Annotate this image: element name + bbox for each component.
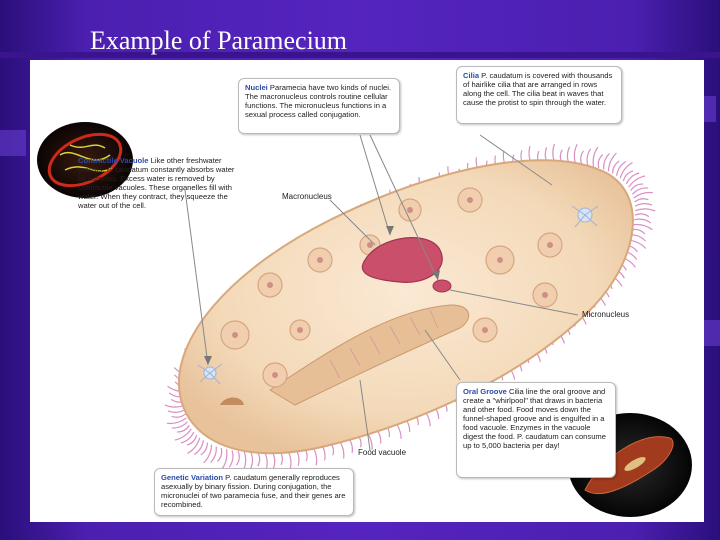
cilium [167, 409, 186, 413]
callout-contractile-vacuole-text: Like other freshwater protists, P. cauda… [78, 156, 235, 210]
cilium [625, 172, 640, 185]
cilium [634, 213, 650, 218]
cilium [634, 203, 653, 207]
anal-pore [220, 397, 244, 405]
cilium [210, 446, 217, 463]
cilium [200, 442, 208, 456]
cilium [633, 223, 653, 231]
callout-oral-groove-heading: Oral Groove [463, 387, 507, 396]
cilium [586, 148, 592, 166]
callout-cilia-text: P. caudatum is covered with thousands of… [463, 71, 613, 107]
slide-title: Example of Paramecium [90, 26, 348, 55]
cilium [628, 175, 646, 188]
cilium [622, 170, 634, 182]
callout-oral-groove: Oral Groove Cilia line the oral groove a… [456, 382, 616, 478]
decorative-stripe [0, 52, 720, 58]
cilium [580, 150, 585, 165]
cilium [193, 440, 204, 456]
macronucleus [362, 237, 443, 283]
cilium [631, 228, 646, 235]
cilium [634, 208, 656, 212]
cilium [166, 417, 187, 425]
callout-nuclei-text: Paramecia have two kinds of nuclei. The … [245, 83, 392, 119]
cilium [597, 154, 604, 169]
callout-nuclei: Nuclei Paramecia have two kinds of nucle… [238, 78, 400, 134]
callout-oral-groove-text: Cilia line the oral groove and create a … [463, 387, 606, 450]
micrograph-photo-top [37, 122, 133, 198]
label-macronucleus: Macronucleus [282, 192, 332, 201]
cilium [607, 152, 617, 172]
cilium [228, 450, 234, 468]
callout-nuclei-heading: Nuclei [245, 83, 268, 92]
callout-genetic-variation: Genetic Variation P. caudatum generally … [154, 468, 354, 516]
cilium [633, 191, 654, 199]
oral-groove [269, 304, 470, 406]
cilium [592, 146, 599, 167]
diagram-panel: Nuclei Paramecia have two kinds of nucle… [30, 60, 704, 522]
cilium [174, 428, 192, 441]
pointer-lines [184, 134, 579, 451]
label-food-vacuole: Food vacuole [358, 448, 407, 457]
cilium [603, 153, 610, 170]
cilium [171, 413, 186, 418]
cilium [619, 162, 633, 179]
cilium [235, 451, 240, 466]
paramecium-diagram [37, 122, 692, 517]
cilium [186, 434, 198, 446]
cilium [257, 451, 261, 467]
cilium [634, 198, 649, 203]
cilium [616, 160, 627, 176]
cilium [612, 160, 620, 174]
label-micronucleus: Micronucleus [582, 310, 630, 319]
callout-genetic-variation-heading: Genetic Variation [161, 473, 224, 482]
callout-contractile-vacuole: Contractile Vacuole Like other freshwate… [78, 156, 238, 210]
callout-genetic-variation-text: P. caudatum generally reproduces asexual… [161, 473, 346, 509]
cilium [631, 187, 649, 195]
decorative-square [0, 130, 26, 156]
cilium [187, 437, 201, 454]
cilium [634, 218, 652, 224]
cilium [180, 431, 195, 444]
cilium [176, 425, 190, 433]
callout-contractile-vacuole-heading: Contractile Vacuole [78, 156, 149, 165]
callout-cilia-heading: Cilia [463, 71, 480, 80]
cilium [216, 447, 223, 462]
cilium [203, 444, 213, 464]
cilium [249, 451, 254, 470]
micronucleus [432, 279, 452, 293]
cilium [221, 449, 228, 470]
callout-cilia: Cilia P. caudatum is covered with thousa… [456, 66, 622, 124]
cilium [573, 143, 578, 165]
contractile-vacuole [197, 205, 599, 385]
cilium [630, 183, 644, 191]
cilium [171, 421, 189, 429]
